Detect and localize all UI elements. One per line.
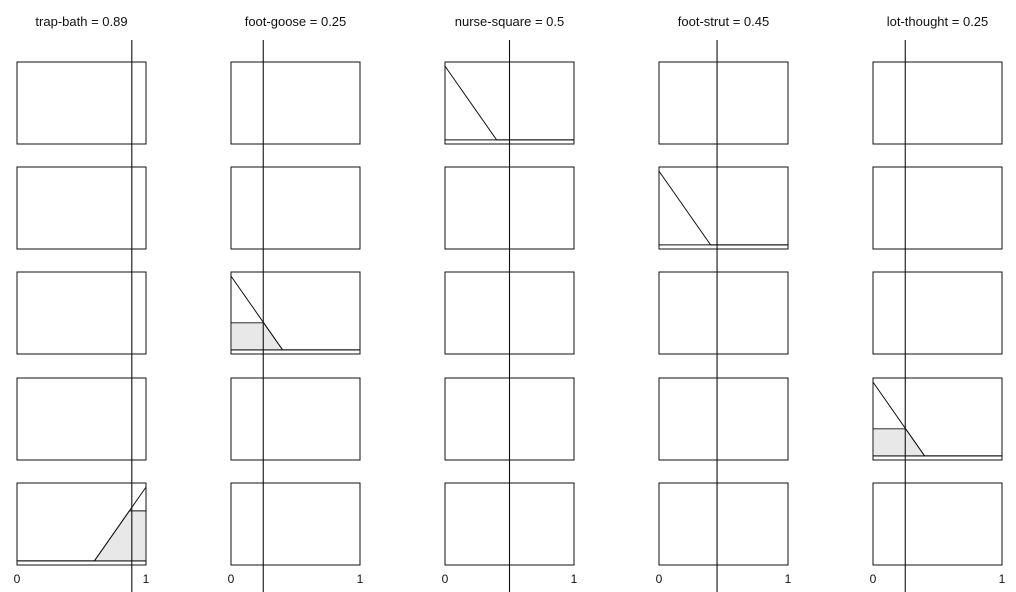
rule-cell xyxy=(16,271,147,355)
rule-cell xyxy=(16,166,147,250)
column-title: nurse-square = 0.5 xyxy=(455,14,564,29)
x-tick-label: 0 xyxy=(14,572,21,586)
column-title: lot-thought = 0.25 xyxy=(887,14,989,29)
x-tick-label: 0 xyxy=(228,572,235,586)
x-tick-label: 1 xyxy=(571,572,578,586)
column-title: foot-strut = 0.45 xyxy=(678,14,769,29)
rule-cell xyxy=(872,271,1003,355)
rule-cell xyxy=(658,482,789,566)
rule-cell xyxy=(872,482,1003,566)
rule-cell xyxy=(16,61,147,145)
rule-cell xyxy=(872,61,1003,145)
x-tick-label: 1 xyxy=(357,572,364,586)
rule-cell xyxy=(658,271,789,355)
rule-cell xyxy=(658,61,789,145)
rule-cell xyxy=(16,377,147,461)
x-tick-label: 0 xyxy=(870,572,877,586)
rule-cell xyxy=(658,166,789,250)
column-title: trap-bath = 0.89 xyxy=(35,14,127,29)
x-tick-label: 1 xyxy=(785,572,792,586)
rule-cell xyxy=(872,166,1003,250)
column-title: foot-goose = 0.25 xyxy=(245,14,347,29)
rule-cell xyxy=(230,377,361,461)
rule-cell xyxy=(658,377,789,461)
rule-cell xyxy=(230,166,361,250)
x-tick-label: 0 xyxy=(656,572,663,586)
rule-cell xyxy=(230,482,361,566)
rule-cell xyxy=(230,61,361,145)
x-tick-label: 1 xyxy=(999,572,1006,586)
rule-cell xyxy=(230,271,361,355)
x-tick-label: 1 xyxy=(143,572,150,586)
x-tick-label: 0 xyxy=(442,572,449,586)
